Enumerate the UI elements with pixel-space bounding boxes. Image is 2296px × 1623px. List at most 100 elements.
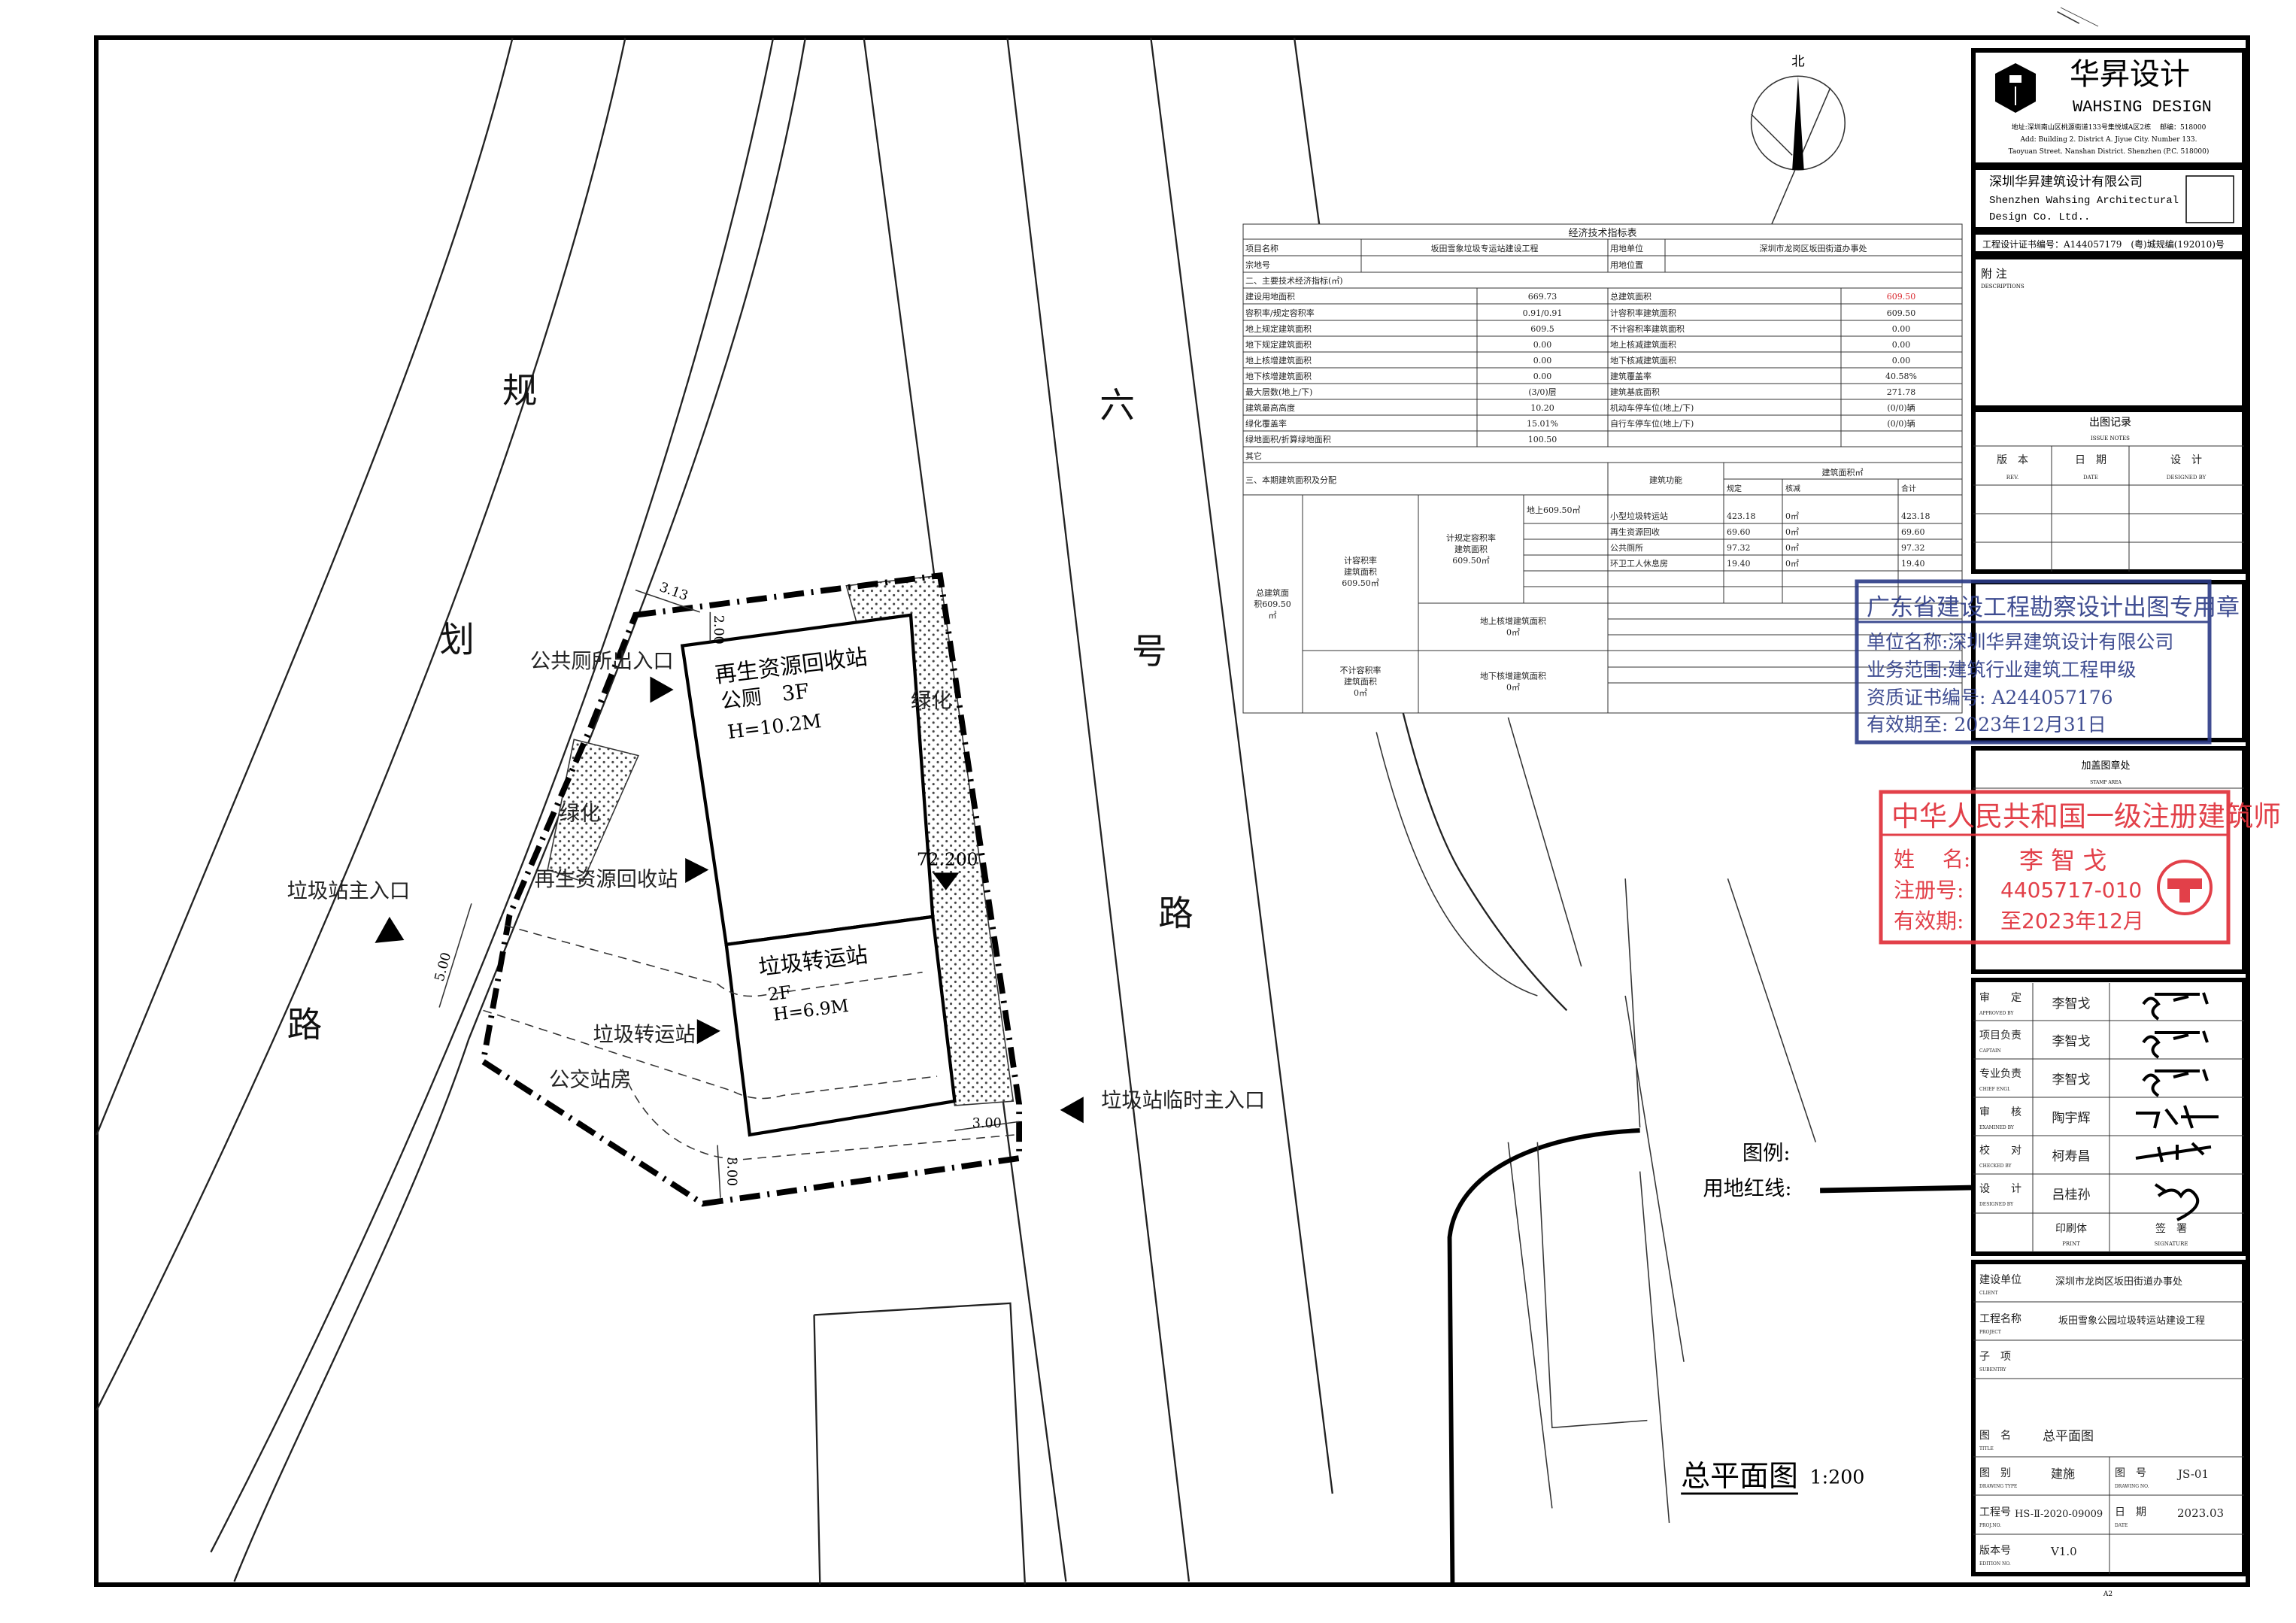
signature-icon	[2135, 1142, 2212, 1163]
blue-stamp-line: 业务范围:建筑行业建筑工程甲级	[1867, 659, 2136, 681]
red-stamp-label: 注册号:	[1894, 878, 1964, 903]
above-added-cell: 0㎡	[1506, 628, 1520, 638]
column-header: 核减	[1785, 484, 1800, 493]
indicator-label: 计容积率建筑面积	[1610, 308, 1676, 318]
column-header: 建筑面积㎡	[1822, 467, 1864, 478]
north-label: 北	[1791, 55, 1805, 70]
below-added-cell: 0㎡	[1506, 683, 1520, 693]
drawing-title-label-en: TITLE	[1979, 1446, 1994, 1452]
road-edge-line	[210, 38, 775, 1553]
far-regulated-cell: 建筑面积	[1454, 544, 1488, 554]
drawing-type-value: 建施	[2051, 1467, 2075, 1481]
issue-column-header: 设 计	[2170, 454, 2202, 466]
red-stamp-reg: 4405717-010	[2000, 878, 2142, 903]
firm-name-en: Shenzhen Wahsing Architectural	[1989, 195, 2179, 207]
above-ground-cell: 地上609.50㎡	[1527, 505, 1581, 515]
green-label: 绿化	[560, 802, 601, 825]
signoff-role-en: CHECKED BY	[1979, 1163, 2012, 1169]
indicator-label: 建设用地面积	[1245, 291, 1295, 302]
transfer-entrance-label: 垃圾转运站	[593, 1023, 696, 1046]
notes-label-cn: 附 注	[1981, 267, 2007, 281]
issue-column-header-en: DATE	[2083, 475, 2098, 481]
road-edge-line	[1006, 38, 1190, 1582]
blue-stamp-title: 广东省建设工程勘察设计出图专用章	[1867, 594, 2240, 621]
indicator-label: 地上核减建筑面积	[1610, 339, 1676, 350]
indicator-value: (0/0)辆	[1887, 402, 1915, 413]
red-stamp-valid: 至2023年12月	[2000, 909, 2144, 933]
edition-label: 版本号	[1979, 1545, 2011, 1557]
land-user-value: 深圳市龙岗区坂田街道办事处	[1760, 243, 1867, 253]
indicator-value: (3/0)层	[1528, 387, 1556, 397]
road-edge-line	[96, 38, 626, 1411]
drawing-no-label: 图 号	[2115, 1467, 2146, 1479]
economic-indicator-table: 经济技术指标表项目名称坂田雪象垃圾专运站建设工程用地单位深圳市龙岗区坂田街道办事…	[1242, 223, 1963, 714]
elevation-text: 72.200	[917, 849, 978, 870]
table-frame	[1242, 223, 1963, 714]
indicator-label: 机动车停车位(地上/下)	[1610, 402, 1694, 413]
indicator-label: 地下核增建筑面积	[1245, 371, 1312, 381]
signature-header-en: SIGNATURE	[2155, 1241, 2188, 1247]
column-header: 规定	[1727, 484, 1742, 493]
project-label-en: PROJECT	[1979, 1330, 2001, 1335]
indicator-value: 609.50	[1887, 292, 1916, 302]
signature-icon	[2142, 1030, 2209, 1059]
building-transfer-station	[724, 915, 957, 1137]
legend-redline-label: 用地红线:	[1703, 1177, 1791, 1200]
section-heading: 三、本期建筑面积及分配	[1245, 475, 1336, 485]
company-name-en: WAHSING DESIGN	[2073, 98, 2212, 117]
project-name-value: 坂田雪象垃圾专运站建设工程	[1431, 243, 1539, 253]
issue-notes-title-en: ISSUE NOTES	[2091, 435, 2130, 441]
function-deducted-area: 0㎡	[1785, 527, 1799, 537]
signature-icon	[2154, 1183, 2200, 1221]
cell-label: 项目名称	[1245, 243, 1278, 253]
indicator-value: 0.00	[1533, 372, 1552, 381]
far-not-counted-cell: 建筑面积	[1344, 676, 1377, 687]
dimension-text: 2.00	[711, 615, 726, 645]
function-total-area: 97.32	[1901, 543, 1925, 553]
drawing-no-label-en: DRAWING NO.	[2115, 1484, 2149, 1489]
function-deducted-area: 0㎡	[1785, 511, 1799, 521]
building-2-floors: 2F	[766, 981, 792, 1006]
blue-drawing-stamp: 广东省建设工程勘察设计出图专用章 单位名称:深圳华昇建筑设计有限公司 业务范围:…	[1855, 579, 2240, 745]
function-regulated-area: 69.60	[1727, 527, 1751, 537]
issue-column-header-en: DESIGNED BY	[2167, 475, 2207, 481]
indicator-value: 609.5	[1530, 324, 1554, 334]
signoff-role: 校 对	[1979, 1144, 2022, 1157]
below-added-cell: 地下核增建筑面积	[1480, 671, 1546, 681]
far-regulated-cell: 609.50㎡	[1452, 556, 1490, 566]
signoff-role: 专业负责	[1979, 1068, 2022, 1080]
function-name: 公共厕所	[1610, 543, 1643, 553]
column-header: 合计	[1901, 484, 1916, 493]
indicator-value: 0.00	[1533, 340, 1552, 350]
table-title: 经济技术指标表	[1568, 228, 1636, 239]
above-added-cell: 地上核增建筑面积	[1480, 616, 1546, 626]
edition-value: V1.0	[2050, 1545, 2077, 1558]
recycle-entrance-label: 再生资源回收站	[535, 868, 678, 891]
drawing-title-label: 图 名	[1979, 1430, 2011, 1442]
driveway-line	[483, 1009, 938, 1100]
indicator-value: 609.50	[1887, 308, 1916, 318]
project-info-table: 建设单位CLIENT深圳市龙岗区坂田街道办事处工程名称PROJECT坂田雪象公园…	[1973, 1274, 2244, 1574]
section-heading: 二、主要技术经济指标(㎡)	[1245, 275, 1343, 286]
curb-line	[1447, 1128, 1640, 1585]
project-label: 工程名称	[1979, 1313, 2022, 1325]
far-regulated-cell: 计规定容积率	[1446, 532, 1496, 543]
indicator-label: 建筑基底面积	[1610, 387, 1660, 397]
drawing-title-value: 总平面图	[2043, 1429, 2094, 1444]
red-architect-stamp: 中华人民共和国一级注册建筑师 姓 名: 李 智 戈 注册号: 4405717-0…	[1879, 790, 2281, 945]
indicator-label: 建筑覆盖率	[1610, 371, 1651, 381]
signature-icon	[2142, 992, 2209, 1021]
indicator-value: 669.73	[1528, 292, 1557, 302]
dimension-text: 3.00	[972, 1116, 1002, 1131]
issue-column-header: 日 期	[2075, 454, 2106, 466]
function-regulated-area: 423.18	[1727, 511, 1756, 521]
main-entrance-label: 垃圾站主入口	[287, 880, 411, 903]
road-edge-line	[1150, 38, 1333, 1494]
signoff-role: 项目负责	[1979, 1030, 2022, 1042]
signoff-role: 审 核	[1979, 1106, 2022, 1118]
cell-label: 宗地号	[1245, 259, 1270, 270]
drawing-no-value: JS-01	[2176, 1467, 2209, 1481]
indicator-value: 0.00	[1892, 356, 1911, 366]
